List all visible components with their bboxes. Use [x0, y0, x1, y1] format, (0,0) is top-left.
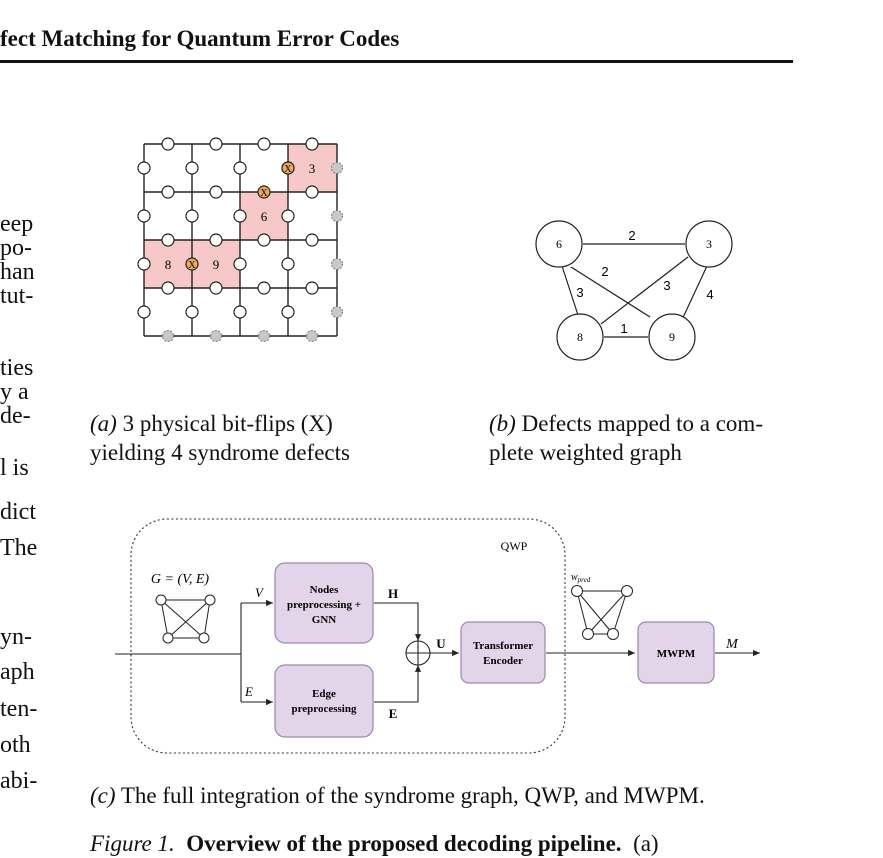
- body-line: ties: [0, 355, 34, 381]
- weighted-graph: 6 3 8 9 2 2 3 3 4 1: [535, 220, 733, 361]
- transformer-box-line: Transformer: [473, 640, 533, 652]
- edge-box-line: Edge: [312, 688, 336, 700]
- mwpm-label: MWPM: [657, 648, 696, 660]
- flip-label: X: [260, 188, 268, 199]
- boundary-qubits: [162, 162, 343, 342]
- graph-node-label: 9: [669, 330, 675, 344]
- body-line: oth: [0, 732, 31, 758]
- caption-c-tag: (c): [90, 783, 116, 808]
- caption-a: (a) 3 physical bit-flips (X) yielding 4 …: [90, 409, 410, 467]
- figure-caption-tail: (a): [633, 831, 659, 856]
- sum-operator-icon: [405, 640, 431, 666]
- body-line: yn-: [0, 624, 32, 650]
- edge-weight-label: 2: [628, 228, 635, 243]
- qwp-label: QWP: [501, 539, 528, 553]
- u-label: U: [436, 636, 446, 651]
- flip-label: X: [284, 164, 292, 175]
- body-line: y a: [0, 379, 29, 405]
- graph-edges: [561, 243, 708, 338]
- edge-weight-label: 3: [663, 278, 670, 293]
- body-line: han: [0, 259, 35, 285]
- caption-b-line2: plete weighted graph: [489, 440, 682, 465]
- caption-c: (c) The full integration of the syndrome…: [90, 781, 705, 810]
- caption-b: (b) Defects mapped to a com- plete weigh…: [489, 409, 809, 467]
- lattice-grid: [143, 143, 338, 337]
- flip-label: X: [188, 260, 196, 271]
- body-line: po-: [0, 235, 32, 261]
- defect-label: 6: [261, 209, 268, 224]
- edge-weight-label: 1: [620, 321, 627, 336]
- v-label: V: [255, 585, 265, 600]
- header-rule: [0, 60, 793, 63]
- h-label: H: [388, 586, 398, 601]
- transformer-box-line: Encoder: [483, 655, 523, 667]
- nodes-preprocessing-box: [274, 562, 374, 644]
- running-header: fect Matching for Quantum Error Codes: [0, 26, 400, 51]
- weighted-output-graph-icon: [571, 585, 633, 640]
- graph-notation: G = (V, E): [151, 572, 210, 587]
- graph-node-label: 6: [556, 237, 562, 251]
- nodes-box-line: Nodes: [310, 584, 339, 596]
- defect-label: 3: [309, 161, 316, 176]
- mwpm-box: [637, 621, 715, 684]
- edge-weight-label: 2: [601, 264, 608, 279]
- figure-caption-tag: Figure 1.: [90, 831, 175, 856]
- caption-a-line2: yielding 4 syndrome defects: [90, 440, 350, 465]
- body-line: tut-: [0, 283, 34, 309]
- graph-node-label: 3: [706, 237, 712, 251]
- m-label: M: [725, 637, 739, 652]
- body-line: eep: [0, 211, 34, 237]
- graph-nodes: [535, 220, 733, 361]
- body-line: The: [0, 535, 38, 561]
- body-line: ten-: [0, 696, 38, 722]
- transformer-encoder-box: [460, 621, 546, 684]
- defect-label: 8: [165, 257, 172, 272]
- wpred-label: wpred: [571, 572, 591, 584]
- defect-label: 9: [213, 257, 220, 272]
- defect-plaquette-9: [191, 239, 241, 289]
- bit-flip-qubits: X X X: [185, 161, 295, 271]
- body-line: l is: [0, 455, 29, 481]
- graph-node-label: 8: [577, 330, 583, 344]
- defect-plaquette-6: [239, 191, 289, 241]
- e-bold-label: E: [389, 706, 398, 721]
- caption-a-tag: (a): [90, 411, 117, 436]
- defect-plaquette-3: [287, 143, 338, 193]
- body-line: abi-: [0, 768, 38, 794]
- pipeline-diagram: QWP G = (V, E) V E H E U: [115, 518, 760, 754]
- body-line: de-: [0, 403, 31, 429]
- e-label: E: [244, 684, 253, 699]
- qwp-boundary: [130, 518, 566, 754]
- body-line: dict: [0, 499, 36, 525]
- figure-caption: Figure 1. Overview of the proposed decod…: [90, 829, 659, 858]
- body-line: aph: [0, 659, 35, 685]
- caption-c-text: The full integration of the syndrome gra…: [120, 783, 705, 808]
- caption-b-line1: Defects mapped to a com-: [521, 411, 763, 436]
- nodes-box-line: GNN: [312, 614, 337, 626]
- caption-a-line1: 3 physical bit-flips (X): [122, 411, 333, 436]
- input-graph-icon: [155, 594, 216, 644]
- edge-preprocessing-box: [274, 664, 374, 738]
- lattice-diagram: X X X 3 6 8 9: [137, 137, 343, 342]
- nodes-box-line: preprocessing +: [287, 599, 361, 611]
- figure-caption-title: Overview of the proposed decoding pipeli…: [186, 831, 622, 856]
- edge-weight-label: 4: [706, 287, 713, 302]
- edge-weight-label: 3: [576, 285, 583, 300]
- edge-box-line: preprocessing: [292, 703, 357, 715]
- caption-b-tag: (b): [489, 411, 516, 436]
- pipeline-arrows: [115, 599, 760, 706]
